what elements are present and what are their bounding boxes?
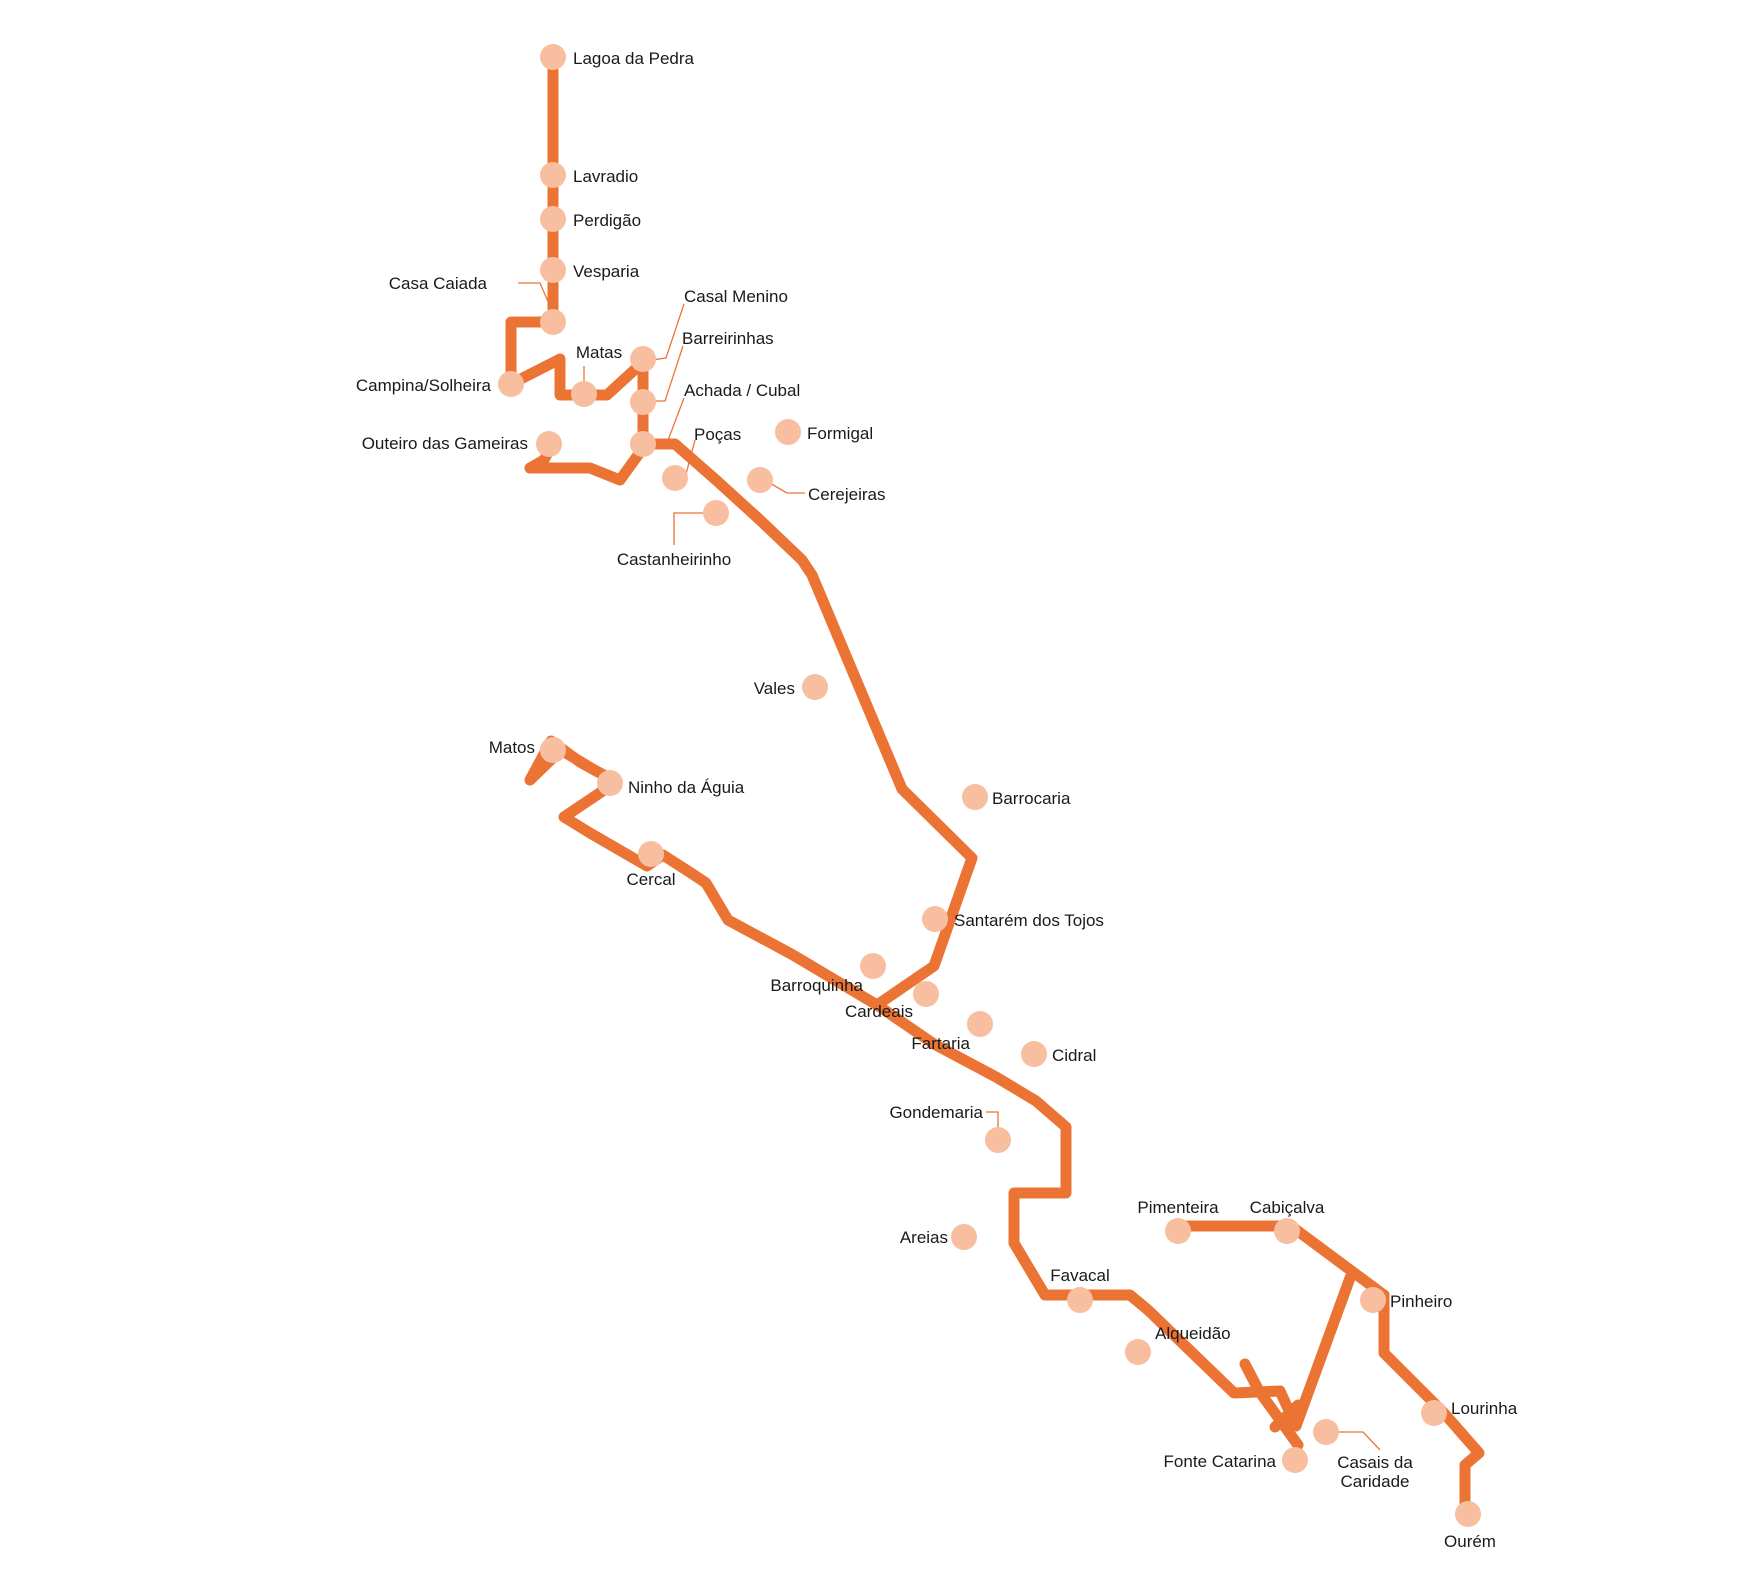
stop-label-favacal: Favacal [1050,1266,1110,1285]
stop-dot-pinheiro[interactable] [1360,1287,1386,1313]
route-segment [524,435,1072,1249]
stop-dot-campina-solheira[interactable] [498,371,524,397]
stop-dot-santarem-dos-tojos[interactable] [922,906,948,932]
leader-line-cerejeiras [767,481,805,494]
stop-labels: Lagoa da PedraLavradioPerdigãoVespariaCa… [356,49,1518,1551]
stop-dot-ourem[interactable] [1455,1501,1481,1527]
stop-label-fonte-catarina: Fonte Catarina [1164,1452,1277,1471]
stop-dot-casais-da-caridade[interactable] [1313,1419,1339,1445]
stop-dot-perdigao[interactable] [540,206,566,232]
stop-label-vesparia: Vesparia [573,262,640,281]
stop-label-ninho-da-aguia: Ninho da Águia [628,778,745,797]
stop-label-lavradio: Lavradio [573,167,638,186]
stop-dot-lagoa-da-pedra[interactable] [540,44,566,70]
stop-label-campina-solheira: Campina/Solheira [356,376,492,395]
stop-dot-castanheirinho[interactable] [703,500,729,526]
leader-line-casa-caiada [518,282,554,314]
stop-dot-ninho-da-aguia[interactable] [597,770,623,796]
route-segment [1239,1358,1304,1451]
stops [498,44,1481,1527]
route-segment [524,735,883,1011]
stop-label-barreirinhas: Barreirinhas [682,329,774,348]
stop-dot-lourinha[interactable] [1421,1400,1447,1426]
stop-dot-barroquinha[interactable] [860,953,886,979]
leader-line-achada-cubal [652,397,685,444]
stop-dot-vales[interactable] [802,674,828,700]
stop-dot-cidral[interactable] [1021,1041,1047,1067]
stop-label-outeiro-das-gameiras: Outeiro das Gameiras [362,434,528,453]
stop-dot-matos[interactable] [540,737,566,763]
stop-label-vales: Vales [754,679,795,698]
leader-line-gondemaria [986,1111,999,1130]
stop-label-matos: Matos [489,738,535,757]
stop-dot-fartaria[interactable] [967,1011,993,1037]
stop-label-barrocaria: Barrocaria [992,789,1071,808]
stop-label-cardeais: Cardeais [845,1002,913,1021]
leader-line-casais-da-caridade [1335,1431,1381,1451]
leader-line-barreirinhas [652,345,684,402]
stop-dot-pocas[interactable] [662,465,688,491]
stop-label-lourinha: Lourinha [1451,1399,1518,1418]
route-lines [505,51,1485,1516]
stop-label-areias: Areias [900,1228,948,1247]
stop-dot-matas[interactable] [571,381,597,407]
stop-dot-achada-cubal[interactable] [630,431,656,457]
stop-label-ourem: Ourém [1444,1532,1496,1551]
stop-label-alqueidao: Alqueidão [1155,1324,1231,1343]
stop-label-cabicalva: Cabiçalva [1250,1198,1325,1217]
stop-label-pinheiro: Pinheiro [1390,1292,1452,1311]
stop-dot-gondemaria[interactable] [985,1127,1011,1153]
stop-dot-casa-caiada[interactable] [540,309,566,335]
stop-dot-pimenteira[interactable] [1165,1218,1191,1244]
stop-dot-lavradio[interactable] [540,162,566,188]
route-segment [1008,1237,1302,1432]
stop-label-formigal: Formigal [807,424,873,443]
route-segment [1378,1289,1485,1516]
leader-line-pocas [684,439,696,479]
stop-label-pocas: Poças [694,425,741,444]
stop-label-gondemaria: Gondemaria [889,1103,983,1122]
stop-label-casa-caiada: Casa Caiada [389,274,488,293]
stop-label-matas: Matas [576,343,622,362]
stop-label-castanheirinho: Castanheirinho [617,550,731,569]
stop-label-achada-cubal: Achada / Cubal [684,381,800,400]
leader-line-casal-menino [651,303,685,361]
label-leader-lines [518,282,1381,1451]
stop-dot-favacal[interactable] [1067,1287,1093,1313]
route-segment [1290,1272,1356,1432]
stop-label-santarem-dos-tojos: Santarém dos Tojos [954,911,1104,930]
stop-dot-cabicalva[interactable] [1274,1218,1300,1244]
stop-label-cerejeiras: Cerejeiras [808,485,885,504]
stop-dot-casal-menino[interactable] [630,346,656,372]
stop-label-cercal: Cercal [626,870,675,889]
stop-label-perdigao: Perdigão [573,211,641,230]
stop-dot-barrocaria[interactable] [962,784,988,810]
stop-dot-cerejeiras[interactable] [747,467,773,493]
stop-label-casal-menino: Casal Menino [684,287,788,306]
leader-line-castanheirinho [673,512,704,545]
stop-dot-cercal[interactable] [638,841,664,867]
stop-dot-fonte-catarina[interactable] [1282,1447,1308,1473]
stop-label-pimenteira: Pimenteira [1137,1198,1219,1217]
route-segment [505,316,559,390]
stop-dot-areias[interactable] [951,1224,977,1250]
stop-dot-formigal[interactable] [775,419,801,445]
stop-dot-vesparia[interactable] [540,257,566,283]
stop-dot-cardeais[interactable] [913,981,939,1007]
stop-dot-outeiro-das-gameiras[interactable] [536,431,562,457]
stop-label-cidral: Cidral [1052,1046,1096,1065]
stop-label-barroquinha: Barroquinha [770,976,863,995]
stop-label-fartaria: Fartaria [911,1034,970,1053]
stop-label-lagoa-da-pedra: Lagoa da Pedra [573,49,695,68]
stop-dot-alqueidao[interactable] [1125,1339,1151,1365]
stop-dot-barreirinhas[interactable] [630,389,656,415]
